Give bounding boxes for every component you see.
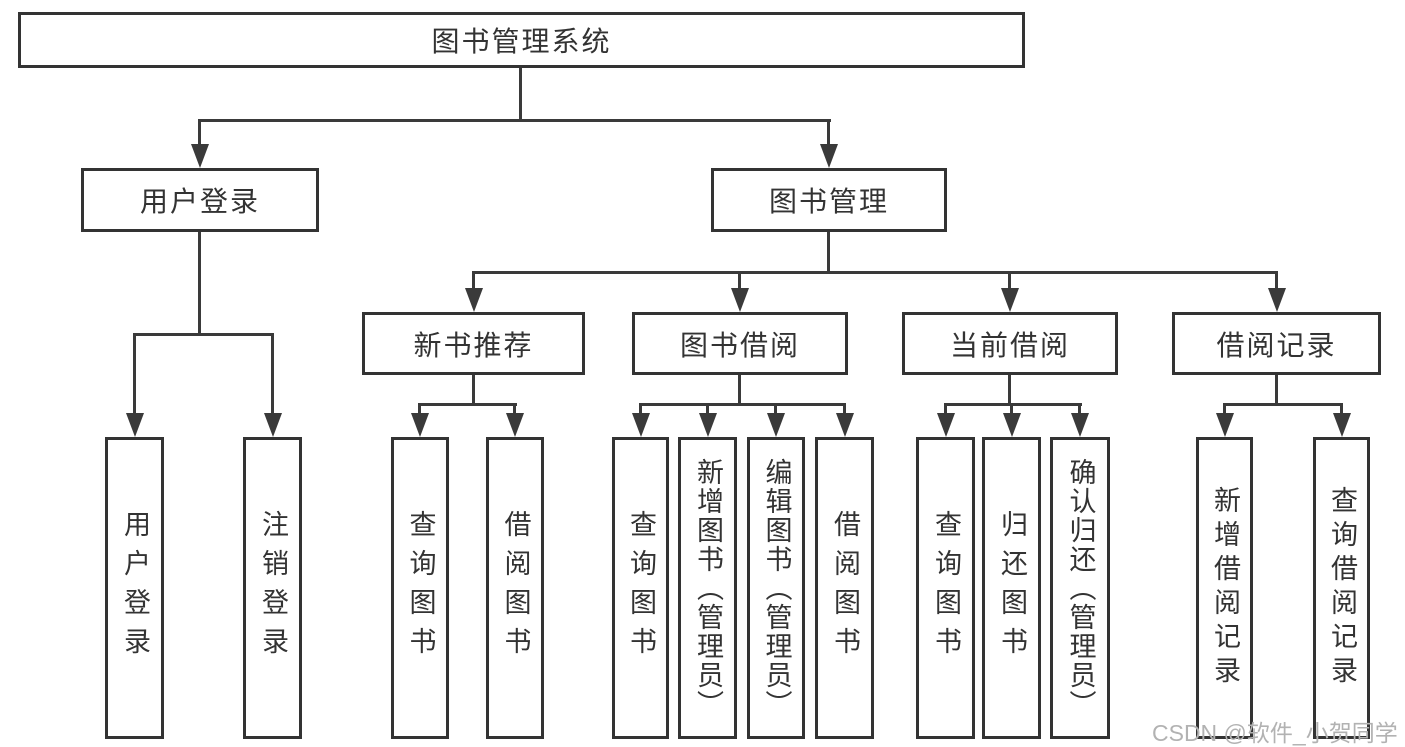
leaf-user-login-label: 用户登录 — [120, 510, 150, 666]
connector-drop-g3-leaf2 — [1010, 403, 1013, 414]
connector-login-rail — [133, 333, 274, 336]
leaf-edit-books-admin-label: 编辑图书（管理员） — [761, 457, 792, 719]
arrow-to-g2-leaf3 — [767, 413, 785, 437]
arrow-to-g4-leaf2 — [1333, 413, 1351, 437]
leaf-add-books-admin: 新增图书（管理员） — [678, 437, 737, 739]
connector-root-stem — [519, 68, 522, 122]
connector-drop-group3 — [1008, 271, 1011, 289]
arrow-to-login-leaf1 — [126, 413, 144, 437]
arrow-to-g3-leaf2 — [1003, 413, 1021, 437]
arrow-to-group3 — [1001, 288, 1019, 312]
node-book-management-label: 图书管理 — [768, 186, 889, 217]
arrow-to-group2 — [731, 288, 749, 312]
node-borrow-records: 借阅记录 — [1172, 312, 1381, 375]
node-user-login-label: 用户登录 — [139, 186, 260, 217]
leaf-add-borrow-record-label: 新增借阅记录 — [1210, 486, 1240, 690]
leaf-logout-label: 注销登录 — [258, 510, 288, 666]
connector-drop-login-leaf2 — [271, 333, 274, 414]
arrow-to-g4-leaf1 — [1216, 413, 1234, 437]
node-book-management: 图书管理 — [711, 168, 947, 232]
arrow-to-g3-leaf3 — [1071, 413, 1089, 437]
connector-drop-manage — [827, 119, 830, 145]
node-borrow-records-label: 借阅记录 — [1216, 329, 1337, 361]
leaf-query-books-recommend-label: 查询图书 — [405, 510, 436, 666]
connector-drop-g3-leaf3 — [1078, 403, 1081, 414]
arrow-to-g2-leaf2 — [699, 413, 717, 437]
node-book-borrow: 图书借阅 — [632, 312, 848, 375]
connector-group2-stem — [738, 375, 741, 406]
connector-drop-group4 — [1275, 271, 1278, 289]
leaf-edit-books-admin: 编辑图书（管理员） — [747, 437, 805, 739]
connector-group2-rail — [639, 403, 846, 406]
connector-group3-rail — [944, 403, 1082, 406]
node-user-login: 用户登录 — [81, 168, 319, 232]
leaf-confirm-return-admin-label: 确认归还（管理员） — [1065, 457, 1096, 719]
leaf-add-borrow-record: 新增借阅记录 — [1196, 437, 1253, 739]
connector-login-stem — [198, 232, 201, 336]
arrow-to-g2-leaf4 — [836, 413, 854, 437]
connector-drop-g1-leaf1 — [418, 403, 421, 414]
leaf-borrow-books-recommend-label: 借阅图书 — [500, 510, 531, 666]
leaf-query-borrow-record: 查询借阅记录 — [1313, 437, 1370, 739]
arrow-to-g1-leaf2 — [506, 413, 524, 437]
leaf-query-books-borrow: 查询图书 — [612, 437, 669, 739]
connector-drop-group2 — [738, 271, 741, 289]
connector-drop-g2-leaf4 — [843, 403, 846, 414]
connector-group1-stem — [472, 375, 475, 406]
connector-drop-group1 — [472, 271, 475, 289]
node-book-borrow-label: 图书借阅 — [679, 329, 800, 361]
leaf-borrow-books: 借阅图书 — [815, 437, 874, 739]
arrow-to-manage — [820, 144, 838, 168]
connector-drop-g2-leaf1 — [639, 403, 642, 414]
connector-drop-g2-leaf2 — [706, 403, 709, 414]
leaf-query-borrow-record-label: 查询借阅记录 — [1327, 486, 1357, 690]
node-new-book-recommend: 新书推荐 — [362, 312, 585, 375]
node-new-book-recommend-label: 新书推荐 — [413, 329, 534, 361]
arrow-to-group1 — [465, 288, 483, 312]
leaf-logout: 注销登录 — [243, 437, 302, 739]
connector-drop-g3-leaf1 — [944, 403, 947, 414]
leaf-return-books-label: 归还图书 — [997, 510, 1027, 666]
connector-drop-g4-leaf1 — [1223, 403, 1226, 414]
leaf-return-books: 归还图书 — [982, 437, 1041, 739]
leaf-borrow-books-label: 借阅图书 — [830, 510, 860, 666]
connector-group4-stem — [1275, 375, 1278, 406]
leaf-add-books-admin-label: 新增图书（管理员） — [693, 457, 723, 719]
connector-group1-rail — [418, 403, 517, 406]
connector-drop-login — [198, 119, 201, 145]
leaf-user-login: 用户登录 — [105, 437, 164, 739]
connector-manage-rail — [472, 271, 1278, 274]
leaf-query-books-recommend: 查询图书 — [391, 437, 449, 739]
leaf-borrow-books-recommend: 借阅图书 — [486, 437, 544, 739]
connector-group4-rail — [1223, 403, 1343, 406]
leaf-confirm-return-admin: 确认归还（管理员） — [1050, 437, 1110, 739]
node-current-borrow-label: 当前借阅 — [949, 329, 1070, 361]
node-root: 图书管理系统 — [18, 12, 1025, 68]
connector-root-rail — [198, 119, 831, 122]
connector-drop-login-leaf1 — [133, 333, 136, 414]
connector-drop-g1-leaf2 — [513, 403, 516, 414]
arrow-to-g1-leaf1 — [411, 413, 429, 437]
arrow-to-group4 — [1268, 288, 1286, 312]
leaf-query-books-current-label: 查询图书 — [931, 510, 961, 666]
connector-group3-stem — [1008, 375, 1011, 406]
arrow-to-g3-leaf1 — [937, 413, 955, 437]
leaf-query-books-current: 查询图书 — [916, 437, 975, 739]
csdn-watermark: CSDN @软件_小贺同学 — [1152, 720, 1398, 746]
leaf-query-books-borrow-label: 查询图书 — [626, 510, 656, 666]
connector-manage-stem — [827, 232, 830, 274]
node-current-borrow: 当前借阅 — [902, 312, 1118, 375]
connector-drop-g4-leaf2 — [1340, 403, 1343, 414]
connector-drop-g2-leaf3 — [774, 403, 777, 414]
arrow-to-g2-leaf1 — [632, 413, 650, 437]
arrow-to-login-leaf2 — [264, 413, 282, 437]
node-root-label: 图书管理系统 — [431, 26, 612, 57]
arrow-to-login — [191, 144, 209, 168]
